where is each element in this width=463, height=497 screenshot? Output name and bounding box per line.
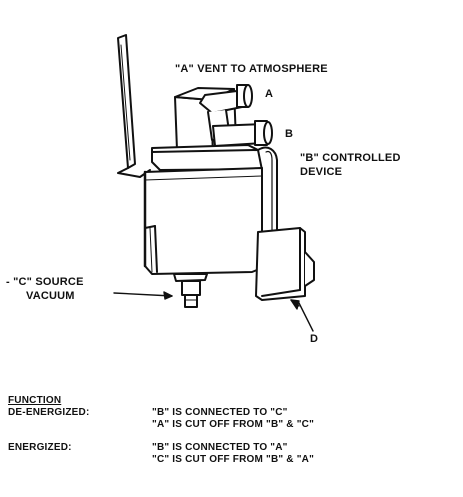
port-d-label: D xyxy=(310,333,319,345)
deenergized-label: DE-ENERGIZED: xyxy=(8,407,90,418)
port-b-nozzle xyxy=(212,120,273,147)
function-title: FUNCTION xyxy=(8,395,62,406)
deenergized-line1: "B" IS CONNECTED TO "C" xyxy=(152,407,288,418)
energized-label: ENERGIZED: xyxy=(8,442,72,453)
deenergized-line2: "A" IS CUT OFF FROM "B" & "C" xyxy=(152,419,315,430)
vent-label: "A" VENT TO ATMOSPHERE xyxy=(175,63,328,75)
port-b-label: B xyxy=(285,128,294,140)
port-a-label: A xyxy=(265,88,274,100)
solenoid-housing xyxy=(143,167,263,275)
source-vacuum-label-line2: VACUUM xyxy=(26,290,75,302)
leader-arrows xyxy=(113,291,314,332)
hose-b xyxy=(257,146,278,236)
mounting-bracket xyxy=(117,34,151,178)
connector-d xyxy=(255,227,315,301)
valve-cap xyxy=(151,144,263,171)
controlled-device-label-line1: "B" CONTROLLED xyxy=(300,152,401,164)
port-c-fitting xyxy=(173,273,208,308)
controlled-device-label-line2: DEVICE xyxy=(300,166,343,178)
energized-line1: "B" IS CONNECTED TO "A" xyxy=(152,442,288,453)
energized-line2: "C" IS CUT OFF FROM "B" & "A" xyxy=(152,454,315,465)
source-vacuum-label-line1: - "C" SOURCE xyxy=(6,276,84,288)
